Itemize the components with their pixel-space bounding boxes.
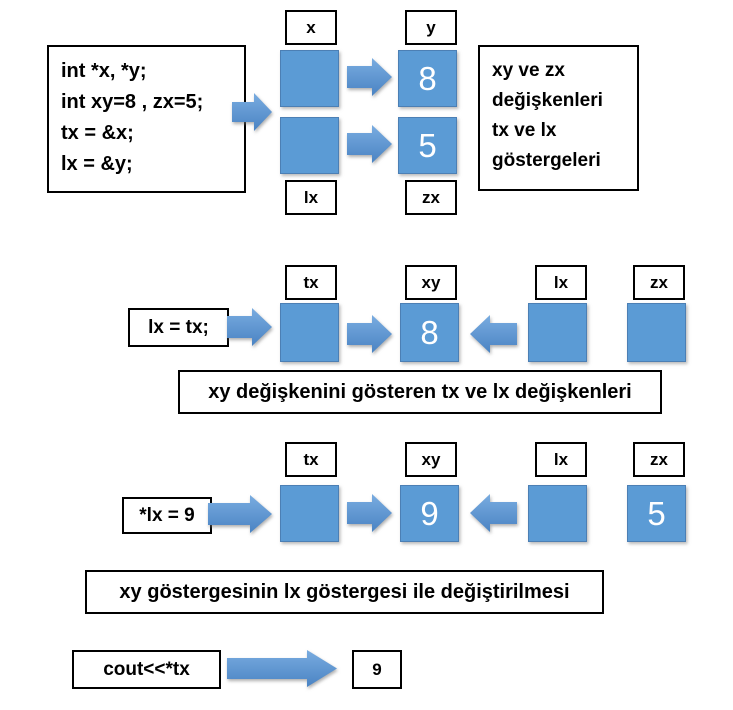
var-label-xy: xy bbox=[405, 265, 457, 300]
code-box-cout: cout<<*tx bbox=[72, 650, 221, 689]
arrow-right-icon bbox=[347, 58, 392, 96]
code-line: lx = &y; bbox=[61, 153, 133, 175]
var-label-text: xy bbox=[421, 272, 441, 292]
square-xy-value: 8 bbox=[400, 303, 459, 362]
arrow-left-icon bbox=[470, 315, 517, 353]
arrow-right-icon bbox=[208, 495, 272, 533]
square-zx-value: 5 bbox=[627, 485, 686, 542]
code-line: int xy=8 , zx=5; bbox=[61, 91, 204, 113]
square-lx bbox=[528, 303, 587, 362]
var-label-lx: lx bbox=[285, 180, 337, 215]
arrow-right-icon bbox=[347, 315, 392, 353]
caption-section2: xy değişkenini gösteren tx ve lx değişke… bbox=[178, 370, 662, 414]
var-label-xy: xy bbox=[405, 442, 457, 477]
var-label-text: y bbox=[426, 17, 436, 37]
arrow-right-icon bbox=[227, 308, 272, 346]
var-label-tx: tx bbox=[285, 442, 337, 477]
var-label-text: zx bbox=[650, 272, 668, 292]
code-box-declarations: int *x, *y; int xy=8 , zx=5; tx = &x; lx… bbox=[47, 45, 246, 193]
caption-section3: xy göstergesinin lx göstergesi ile değiş… bbox=[85, 570, 604, 614]
var-label-text: x bbox=[306, 17, 316, 37]
var-label-text: tx bbox=[303, 449, 319, 469]
note-line: tx ve lx bbox=[492, 120, 557, 141]
var-label-lx: lx bbox=[535, 442, 587, 477]
code-box-star-lx-eq-9: *lx = 9 bbox=[122, 497, 212, 534]
square-zx bbox=[627, 303, 686, 362]
arrow-right-icon bbox=[347, 494, 392, 532]
var-label-x: x bbox=[285, 10, 337, 45]
note-line: xy ve zx bbox=[492, 60, 565, 81]
result-box: 9 bbox=[352, 650, 402, 689]
arrow-left-icon bbox=[470, 494, 517, 532]
var-label-lx: lx bbox=[535, 265, 587, 300]
arrow-right-icon bbox=[227, 650, 337, 687]
square-tx bbox=[280, 303, 339, 362]
code-box-lx-eq-tx: lx = tx; bbox=[128, 308, 229, 347]
code-line: tx = &x; bbox=[61, 122, 134, 144]
var-label-zx: zx bbox=[633, 442, 685, 477]
var-label-zx: zx bbox=[405, 180, 457, 215]
code-line: int *x, *y; bbox=[61, 60, 147, 82]
note-line: değişkenleri bbox=[492, 90, 603, 111]
square-lx bbox=[280, 117, 339, 174]
var-label-text: zx bbox=[650, 449, 668, 469]
var-label-zx: zx bbox=[633, 265, 685, 300]
var-label-tx: tx bbox=[285, 265, 337, 300]
arrow-right-icon bbox=[232, 93, 272, 131]
note-line: göstergeleri bbox=[492, 150, 601, 171]
var-label-text: lx bbox=[553, 449, 569, 469]
square-xy-value: 9 bbox=[400, 485, 459, 542]
var-label-y: y bbox=[405, 10, 457, 45]
square-lx bbox=[528, 485, 587, 542]
arrow-right-icon bbox=[347, 125, 392, 163]
var-label-text: lx bbox=[553, 272, 569, 292]
square-y-value: 8 bbox=[398, 50, 457, 107]
square-zx-value: 5 bbox=[398, 117, 457, 174]
var-label-text: zx bbox=[422, 187, 440, 207]
var-label-text: xy bbox=[421, 449, 441, 469]
var-label-text: lx bbox=[303, 187, 319, 207]
square-x bbox=[280, 50, 339, 107]
var-label-text: tx bbox=[303, 272, 319, 292]
square-tx bbox=[280, 485, 339, 542]
note-box-pointers: xy ve zx değişkenleri tx ve lx göstergel… bbox=[478, 45, 639, 191]
